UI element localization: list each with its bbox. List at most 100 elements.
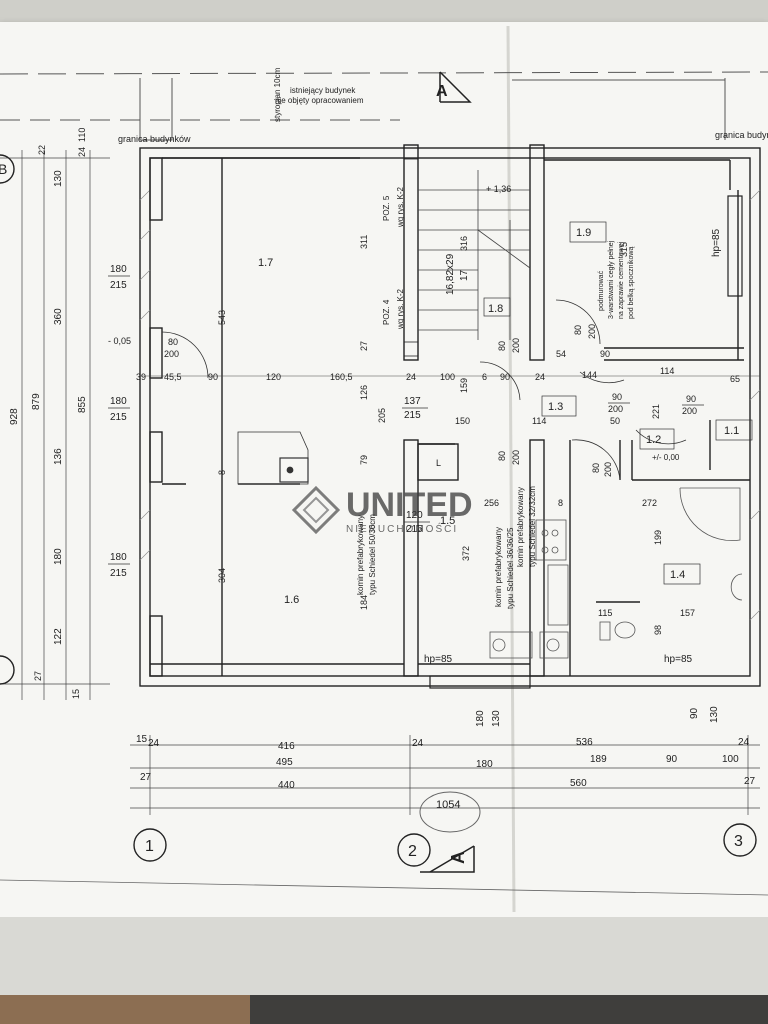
dim-l928: 928 <box>9 408 20 425</box>
dim-440: 440 <box>278 780 295 791</box>
section-marker-bottom <box>420 845 475 873</box>
door-90-2-h: 200 <box>682 406 697 416</box>
watermark-logo-icon <box>291 485 341 535</box>
stairs-count: 17 <box>459 269 470 281</box>
dv-80b: 80 <box>573 325 583 335</box>
dim-27b: 27 <box>744 776 756 787</box>
dim-l22: 22 <box>37 145 47 155</box>
dim-15: 15 <box>136 734 148 745</box>
h-39: 39 <box>136 372 146 382</box>
h-114b: 114 <box>532 416 546 426</box>
chimney-large <box>237 431 309 485</box>
poz5-label-1: POZ. 5 <box>382 195 391 221</box>
level-minus-005: - 0,05 <box>108 336 131 346</box>
room-1-7: 1.7 <box>258 257 273 269</box>
chimney-small-label-2: typu Schiedel 32/32cm <box>528 486 537 567</box>
h-90: 90 <box>208 372 218 382</box>
h-6: 6 <box>482 372 487 382</box>
interior-walls <box>149 144 750 677</box>
window-3-width: 180 <box>110 552 127 563</box>
room-1-1: 1.1 <box>724 425 739 437</box>
h-24: 24 <box>406 372 416 382</box>
left-dimension-lines <box>0 150 110 700</box>
door-swings <box>161 299 687 481</box>
v-126: 126 <box>359 385 369 400</box>
chimney-large-label-1: komin prefabrykowany <box>356 515 365 595</box>
outer-walls <box>139 147 761 687</box>
grid-marker-1 <box>133 828 167 862</box>
wall-note-4: pod belką spocznikową <box>628 247 635 319</box>
watermark-title: UNITED <box>346 486 473 524</box>
label-l: L <box>436 458 441 468</box>
dv-80d: 80 <box>591 463 601 473</box>
level-000: +/- 0,00 <box>652 453 680 462</box>
room-1-4: 1.4 <box>670 569 685 581</box>
v-199: 199 <box>653 530 663 545</box>
boundary-label-right: granica budynków <box>715 130 768 140</box>
door-left-height: 200 <box>164 349 179 359</box>
h-8: 8 <box>558 498 563 508</box>
watermark: UNITED NIERUCHOMOŚCI <box>291 485 473 535</box>
v-79: 79 <box>359 455 369 465</box>
h-150: 150 <box>455 416 470 426</box>
hp85-bath: hp=85 <box>664 654 693 665</box>
dim-l855: 855 <box>77 396 88 413</box>
chimney-large-label-2: typu Schiedel 50/36cm <box>368 514 377 595</box>
grid-marker-a-left <box>0 655 15 685</box>
dim-24b: 24 <box>738 737 750 748</box>
v-316: 316 <box>459 236 469 251</box>
section-marker-top <box>439 71 472 103</box>
door-90-1-w: 90 <box>612 392 622 402</box>
dim-l879: 879 <box>31 393 42 410</box>
window-2-width: 180 <box>110 396 127 407</box>
h-256: 256 <box>484 498 499 508</box>
v-8: 8 <box>217 470 227 475</box>
watermark-subtitle: NIERUCHOMOŚCI <box>346 522 458 535</box>
b-130b: 130 <box>709 706 720 723</box>
poz4-label-1: POZ. 4 <box>382 299 391 325</box>
h-54: 54 <box>556 349 566 359</box>
v-159: 159 <box>459 378 469 393</box>
door-120: 120 <box>406 510 423 521</box>
h-1605: 160,5 <box>330 372 353 382</box>
dv-200b: 200 <box>587 324 597 339</box>
dv-80c: 80 <box>497 451 507 461</box>
level-plus-136: + 1,36 <box>486 184 511 194</box>
chimney-mid-label-2: typu Schiedel 36/36/25 <box>506 527 515 609</box>
h-65: 65 <box>730 374 740 384</box>
hp85-mid: hp=85 <box>424 654 453 665</box>
b-180: 180 <box>475 710 486 727</box>
h-272: 272 <box>642 498 657 508</box>
h-144: 144 <box>582 370 597 380</box>
dim-560: 560 <box>570 778 587 789</box>
dim-495: 495 <box>276 757 293 768</box>
dv-200c: 200 <box>511 450 521 465</box>
grid-label-3: 3 <box>734 833 743 850</box>
existing-building-label-2: nie objęty opracowaniem <box>275 96 364 105</box>
h-115: 115 <box>598 608 612 618</box>
v-221: 221 <box>651 404 661 419</box>
room-1-6: 1.6 <box>284 594 299 606</box>
wall-note-1: podmurować <box>598 270 605 311</box>
door-215: 215 <box>404 410 421 421</box>
grid-marker-2 <box>397 833 431 867</box>
paper-fold <box>506 25 516 913</box>
sheet-border <box>0 879 768 896</box>
dim-189: 189 <box>590 754 607 765</box>
dim-l360: 360 <box>53 308 64 325</box>
dim-180: 180 <box>476 759 493 770</box>
stairs-dim: 16,82x29 <box>445 253 456 295</box>
room-1-3: 1.3 <box>548 401 563 413</box>
poz5-label-2: wg rys. K-2 <box>396 186 405 228</box>
chimney-mid-label-1: komin prefabrykowany <box>494 527 503 607</box>
section-marker-bottom-letter: A <box>448 851 468 864</box>
sanitary-fixtures <box>489 487 743 659</box>
v-304: 304 <box>217 568 227 583</box>
section-marker-top-letter: A <box>436 83 448 100</box>
dim-l110: 110 <box>77 128 87 142</box>
window-1-height: 215 <box>110 280 127 291</box>
table-surface <box>0 917 768 995</box>
door-90-2-w: 90 <box>686 394 696 404</box>
